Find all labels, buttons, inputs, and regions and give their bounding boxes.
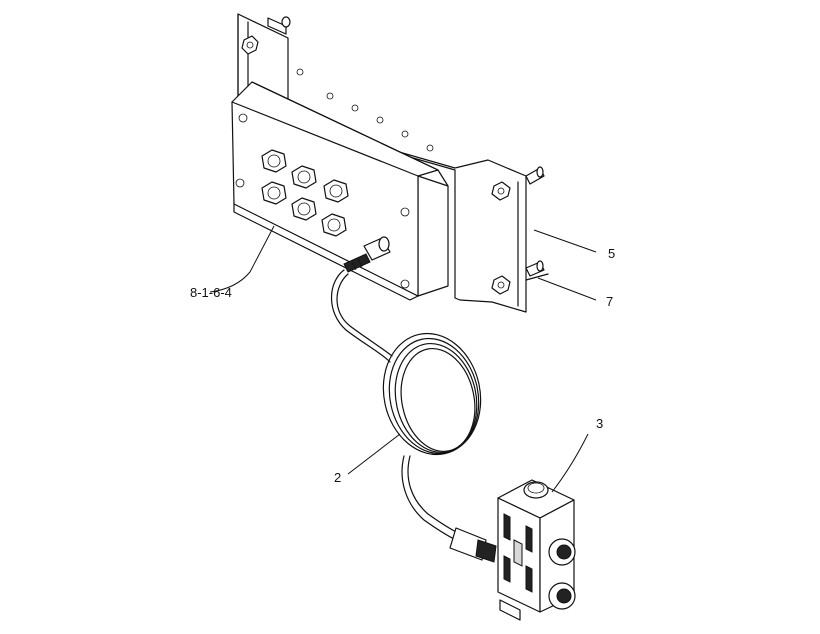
- mounting-hardware: [241, 16, 549, 295]
- junction-box: [231, 81, 449, 301]
- leader-lines: [209, 225, 597, 493]
- connector-block: [497, 479, 576, 621]
- callout-ref-8-1-6-4: 8-1-6-4: [190, 285, 232, 300]
- callout-item-3: 3: [596, 416, 603, 431]
- receptacle-group: [261, 149, 349, 237]
- box-cable-connector: [343, 236, 391, 273]
- callout-item-2: 2: [334, 470, 341, 485]
- cable-assembly: [331, 269, 497, 563]
- callout-item-7: 7: [606, 294, 613, 309]
- callout-item-5: 5: [608, 246, 615, 261]
